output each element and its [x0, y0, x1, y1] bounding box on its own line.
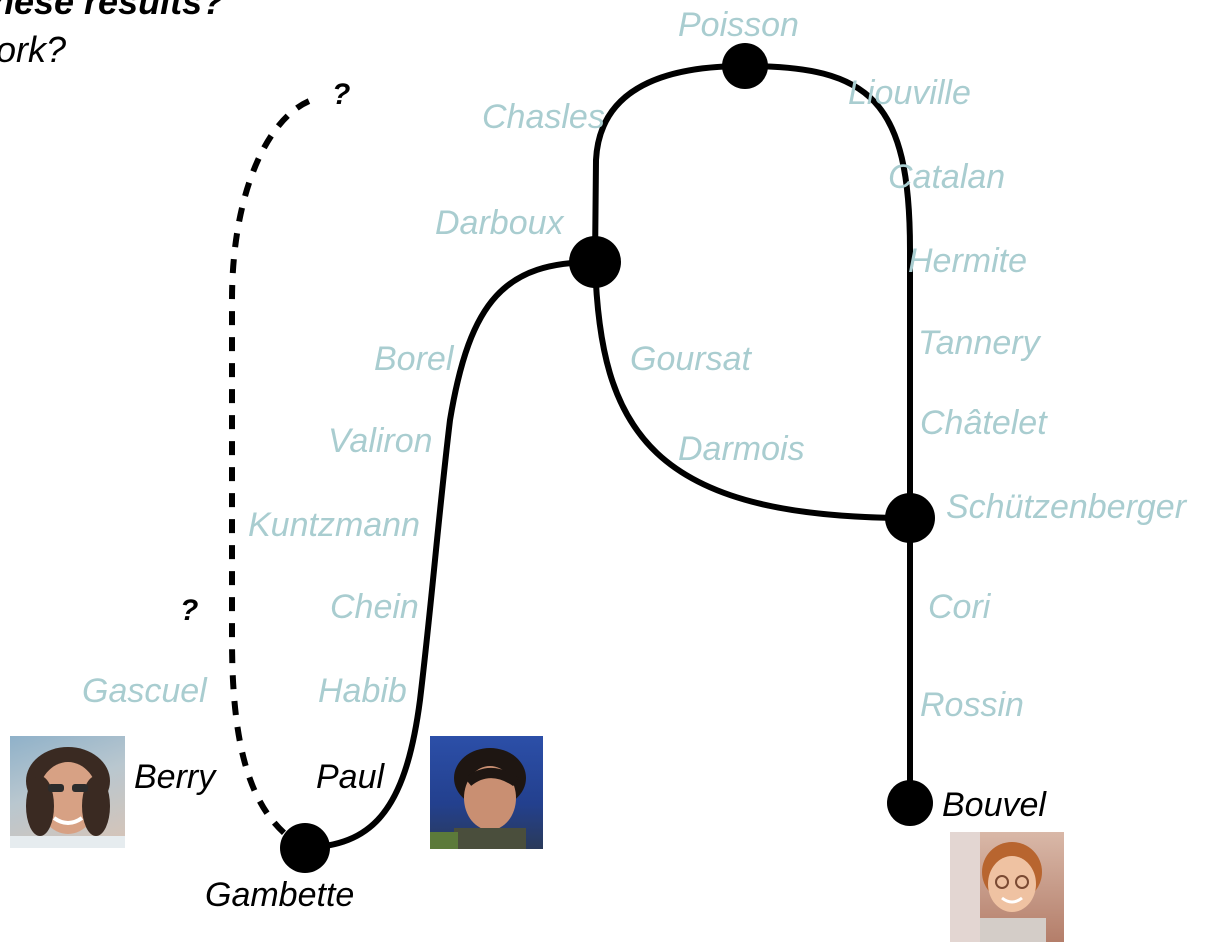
label-darboux: Darboux	[435, 204, 565, 242]
label-valiron: Valiron	[328, 422, 433, 460]
portrait-paul-icon	[430, 748, 526, 849]
label-goursat: Goursat	[630, 340, 752, 378]
node-poisson	[722, 43, 768, 89]
label-poisson: Poisson	[678, 6, 799, 44]
label-catalan: Catalan	[888, 158, 1005, 196]
label-darmois: Darmois	[678, 430, 805, 468]
label-tannery: Tannery	[918, 324, 1042, 362]
label-chasles: Chasles	[482, 98, 605, 136]
edge-gambette-darboux	[302, 259, 598, 851]
photo-berry	[10, 736, 125, 848]
label-habib: Habib	[318, 672, 407, 710]
question-mark-top: ?	[332, 78, 350, 111]
header-line-1: these results?	[0, 0, 224, 22]
photo-bouvel	[950, 832, 1064, 942]
node-gambette	[280, 823, 330, 873]
question-mark-left: ?	[180, 594, 198, 627]
node-bouvel	[887, 780, 933, 826]
label-cori: Cori	[928, 588, 992, 626]
portrait-berry-icon	[10, 747, 125, 848]
label-chatelet: Châtelet	[920, 404, 1048, 442]
label-borel: Borel	[374, 340, 455, 378]
label-chein: Chein	[330, 588, 419, 626]
label-gambette: Gambette	[205, 876, 354, 914]
label-kuntzmann: Kuntzmann	[248, 506, 420, 544]
edge-darboux-schutzenberger	[592, 259, 913, 521]
node-schutzenberger	[885, 493, 935, 543]
header-line-2: ork?	[0, 29, 66, 70]
label-hermite: Hermite	[908, 242, 1027, 280]
label-bouvel: Bouvel	[942, 786, 1047, 824]
label-paul: Paul	[316, 758, 385, 796]
label-liouville: Liouville	[848, 74, 971, 112]
node-darboux	[569, 236, 621, 288]
edge-darboux-poisson	[592, 63, 748, 265]
photo-paul	[430, 736, 543, 849]
label-rossin: Rossin	[920, 686, 1024, 724]
edge-gambette-unknown	[229, 95, 319, 851]
portrait-bouvel-icon	[950, 832, 1046, 942]
label-berry: Berry	[134, 758, 217, 796]
label-gascuel: Gascuel	[82, 672, 208, 710]
label-schutzenberger: Schützenberger	[946, 488, 1188, 526]
edge-poisson-schutzenberger	[742, 63, 913, 521]
